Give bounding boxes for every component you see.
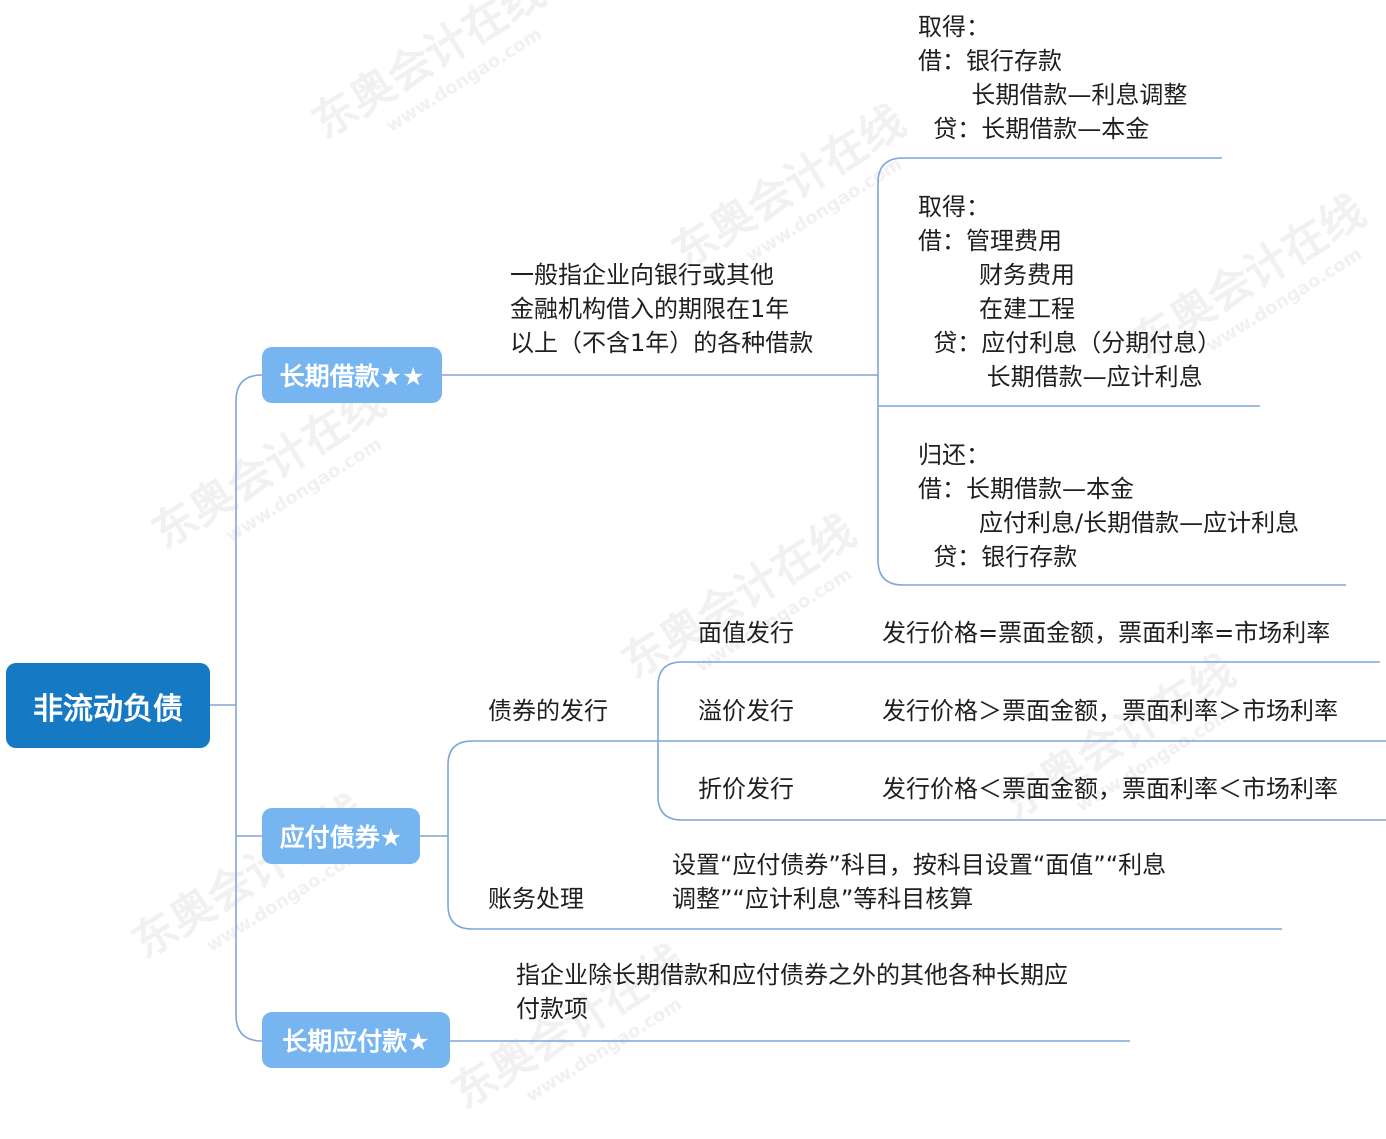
branch-bonds-payable: 应付债券★	[262, 808, 420, 864]
issue-type-par: 面值发行	[698, 619, 794, 647]
loan-entry-acquire-1: 取得： 借：银行存款 长期借款—利息调整 贷：长期借款—本金	[918, 13, 1188, 143]
bond-issuance-label: 债券的发行	[488, 697, 608, 725]
issue-type-premium: 溢价发行	[698, 697, 794, 725]
long-term-loan-definition: 一般指企业向银行或其他 金融机构借入的期限在1年 以上（不含1年）的各种借款	[510, 261, 814, 357]
connector-lines	[210, 157, 1386, 1042]
issue-type-premium-desc: 发行价格＞票面金额，票面利率＞市场利率	[882, 697, 1338, 725]
loan-entry-acquire-2: 取得： 借：管理费用 财务费用 在建工程 贷：应付利息（分期付息） 长期借款—应…	[918, 193, 1222, 391]
accounting-desc: 设置“应付债券”科目，按科目设置“面值”“利息 调整”“应计利息”等科目核算	[672, 851, 1167, 913]
issue-type-discount: 折价发行	[698, 775, 794, 803]
branch-long-term-payables: 长期应付款★	[262, 1012, 450, 1068]
long-term-payables-definition: 指企业除长期借款和应付债券之外的其他各种长期应 付款项	[516, 961, 1068, 1023]
issue-type-par-desc: 发行价格=票面金额，票面利率=市场利率	[882, 619, 1331, 647]
root-node: 非流动负债	[6, 663, 210, 748]
accounting-label: 账务处理	[488, 885, 584, 913]
issue-type-discount-desc: 发行价格＜票面金额，票面利率＜市场利率	[882, 775, 1338, 803]
loan-entry-repay: 归还： 借：长期借款—本金 应付利息/长期借款—应计利息 贷：银行存款	[918, 441, 1300, 571]
branch-long-term-loan: 长期借款★★	[262, 347, 442, 403]
